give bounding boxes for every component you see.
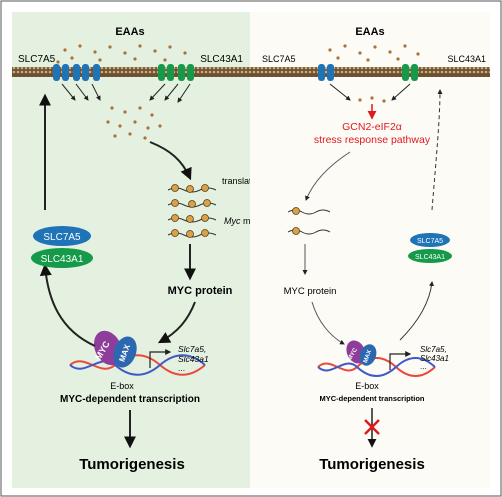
slc7a5-badge-right: SLC7A5 <box>410 233 450 247</box>
myc-protein-to-dna-arrow-right <box>311 301 345 345</box>
transcription-start-arrow-left <box>149 349 172 368</box>
myc-protein-label-right: MYC protein <box>284 286 337 297</box>
stress-to-translation-arrow <box>305 151 351 201</box>
extracellular-amino-acids-left <box>56 44 187 64</box>
eaas-label-right: EAAs <box>355 26 384 38</box>
translation-label: translation <box>222 176 264 186</box>
feedback-to-transporters-arrow-lower <box>39 263 96 347</box>
myc-protein-to-dna-arrow <box>157 301 196 344</box>
right-panel-background <box>250 12 490 488</box>
blocked-cross-icon <box>364 419 380 435</box>
transcription-label-left: MYC-dependent transcription <box>60 394 200 405</box>
intracellular-amino-acids-right <box>358 96 386 103</box>
transcription-start-arrow-right <box>389 351 412 370</box>
slc43a1-transporters-right <box>402 64 418 81</box>
stress-pathway-label: stress response pathway <box>314 134 431 146</box>
import-arrows-right <box>329 83 411 101</box>
slc43a1-transporters-left <box>158 64 194 81</box>
slc7a5-badge-left: SLC7A5 <box>33 226 91 246</box>
ebox-label-left: E-box <box>110 381 134 391</box>
gcn2-label: GCN2-eIF2α <box>342 121 402 133</box>
slc43a1-label-right: SLC43A1 <box>447 54 486 64</box>
target-gene-1-right: Slc7a5, <box>420 345 447 354</box>
target-gene-2-left: Slc43a1 <box>178 354 209 364</box>
eaas-label-left: EAAs <box>115 26 144 38</box>
translation-ribosomes-right <box>287 207 331 235</box>
myc-protein-label-left: MYC protein <box>168 285 233 297</box>
myc-max-dimer-right: MYC MAX <box>346 340 377 366</box>
svg-text:SLC7A5: SLC7A5 <box>43 232 81 243</box>
left-panel: EAAs SLC7A5 SLC43A1 <box>12 12 270 488</box>
translation-ribosomes-left <box>167 184 217 238</box>
target-gene-3-right: ... <box>420 362 427 371</box>
import-arrows-left <box>61 83 191 103</box>
myc-max-dimer-left: MYC MAX <box>93 330 137 368</box>
svg-text:SLC7A5: SLC7A5 <box>417 238 443 245</box>
dna-helix-right <box>317 357 436 377</box>
slc7a5-transporters-right <box>318 64 334 81</box>
slc7a5-label-left: SLC7A5 <box>18 54 56 65</box>
target-gene-2-right: Slc43a1 <box>420 354 449 363</box>
slc43a1-badge-left: SLC43A1 <box>31 248 93 268</box>
slc7a5-label-right: SLC7A5 <box>262 54 296 64</box>
aa-to-translation-arrow-left <box>149 141 192 181</box>
max-subunit-label-right: MAX <box>363 349 373 364</box>
tumorigenesis-label-right: Tumorigenesis <box>319 456 425 473</box>
feedback-dashed-arrow-right <box>431 89 443 211</box>
slc7a5-transporters-left <box>53 64 100 81</box>
target-gene-3-left: ... <box>178 363 185 373</box>
tumorigenesis-label-left: Tumorigenesis <box>79 456 185 473</box>
target-gene-1-left: Slc7a5, <box>178 344 206 354</box>
svg-text:SLC43A1: SLC43A1 <box>41 254 84 265</box>
ebox-label-right: E-box <box>355 381 379 391</box>
intracellular-amino-acids-left <box>106 106 162 140</box>
slc43a1-label-left: SLC43A1 <box>200 54 243 65</box>
svg-text:SLC43A1: SLC43A1 <box>415 254 445 261</box>
right-panel: EAAs SLC7A5 SLC43A1 GCN2-eIF2α stress re… <box>250 12 490 488</box>
feedback-arrow-lower-right <box>399 281 435 341</box>
transcription-label-right: MYC-dependent transcription <box>319 394 424 403</box>
plasma-membrane-right <box>250 67 490 77</box>
extracellular-amino-acids-right <box>328 44 420 62</box>
plasma-membrane-left <box>12 67 250 77</box>
slc43a1-badge-right: SLC43A1 <box>408 249 452 263</box>
